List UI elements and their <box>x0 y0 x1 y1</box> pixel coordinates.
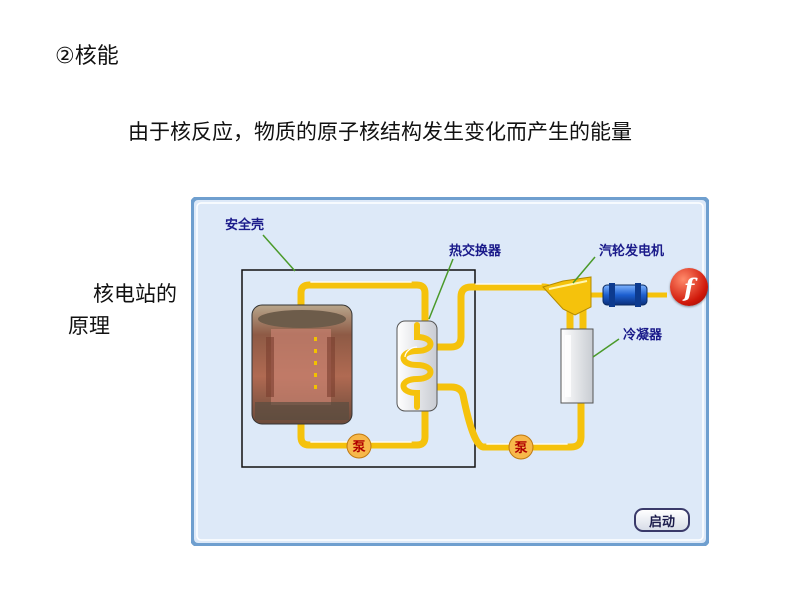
containment-label: 安全壳 <box>225 217 264 233</box>
diagram-caption: 核电站的原理 <box>68 282 177 338</box>
condenser-label: 冷凝器 <box>623 327 663 343</box>
turbine-leader-line <box>572 256 596 284</box>
start-button[interactable]: 启动 <box>634 508 690 532</box>
generator-icon <box>602 283 648 307</box>
reactor-image <box>251 304 353 425</box>
nuclear-plant-diagram: 泵 泵 安全壳 热交换器 汽轮发电机 冷凝器 <box>191 197 709 546</box>
svg-text:泵: 泵 <box>352 440 365 455</box>
containment-leader-line <box>262 234 296 272</box>
svg-text:泵: 泵 <box>514 441 527 456</box>
heat-exchanger <box>396 320 438 412</box>
condenser <box>560 328 594 404</box>
turbine-generator-label: 汽轮发电机 <box>599 243 664 259</box>
turbine-icon <box>542 276 592 316</box>
pump-icon-secondary: 泵 <box>508 434 534 460</box>
containment-shell <box>241 269 476 468</box>
flash-player-icon[interactable]: f <box>670 268 708 306</box>
heat-exchanger-label: 热交换器 <box>449 243 502 259</box>
condenser-leader-line <box>592 338 620 358</box>
heat-exchanger-leader-line <box>428 258 454 320</box>
pump-icon-primary: 泵 <box>346 433 372 459</box>
slide-heading: ②核能 <box>55 44 119 69</box>
definition-text: 由于核反应，物质的原子核结构发生变化而产生的能量 <box>128 120 632 144</box>
